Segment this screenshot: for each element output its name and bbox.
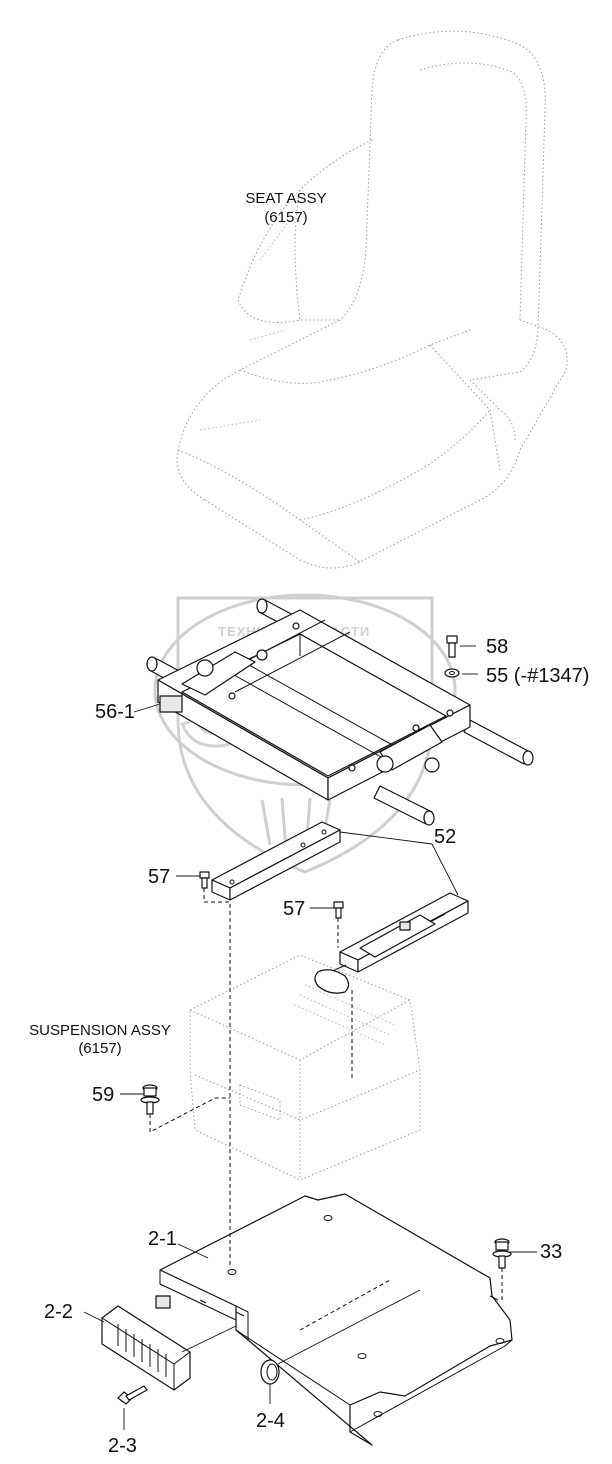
watermark-wheat-icon: [260, 797, 332, 851]
adjust-lever-handle: [314, 969, 350, 994]
suspension-assy-label: SUSPENSION ASSY: [29, 1022, 171, 1039]
slide-rail-left: [211, 821, 341, 901]
assembly-guide-lines: [149, 888, 503, 1365]
seat-assembly-outline: [176, 30, 568, 569]
part-label-57-left: 57: [148, 866, 170, 888]
bolt-57-right-icon: [333, 901, 344, 919]
grommet-2-4-icon: [260, 1359, 280, 1385]
washer-55-icon: [444, 668, 460, 678]
leader-lines: [83, 645, 537, 1430]
bolt-57-left-icon: [199, 871, 210, 889]
part-label-52: 52: [434, 826, 456, 848]
seat-assy-code: (6157): [264, 209, 307, 226]
part-label-2-2: 2-2: [44, 1301, 73, 1323]
part-label-2-1: 2-1: [148, 1228, 177, 1250]
suspension-assembly-outline: [189, 954, 421, 1181]
screw-2-3-icon: [117, 1385, 148, 1405]
seat-assy-label: SEAT ASSY: [245, 190, 326, 207]
part-label-55: 55 (-#1347): [486, 665, 589, 687]
upper-seat-frame: [146, 598, 534, 826]
part-label-2-4: 2-4: [256, 1410, 285, 1432]
part-label-57-right: 57: [283, 898, 305, 920]
bolt-33-icon: [492, 1238, 512, 1269]
bolt-58-icon: [446, 635, 458, 658]
part-label-58: 58: [486, 636, 508, 658]
base-plate: [155, 1193, 513, 1446]
part-label-33: 33: [540, 1241, 562, 1263]
bolt-59-icon: [140, 1084, 160, 1115]
slide-rail-right: [321, 892, 469, 981]
vent-cover: [101, 1305, 191, 1391]
part-label-56-1: 56-1: [95, 701, 135, 723]
suspension-assy-code: (6157): [78, 1040, 121, 1057]
part-label-59: 59: [92, 1084, 114, 1106]
part-label-2-3: 2-3: [108, 1435, 137, 1457]
